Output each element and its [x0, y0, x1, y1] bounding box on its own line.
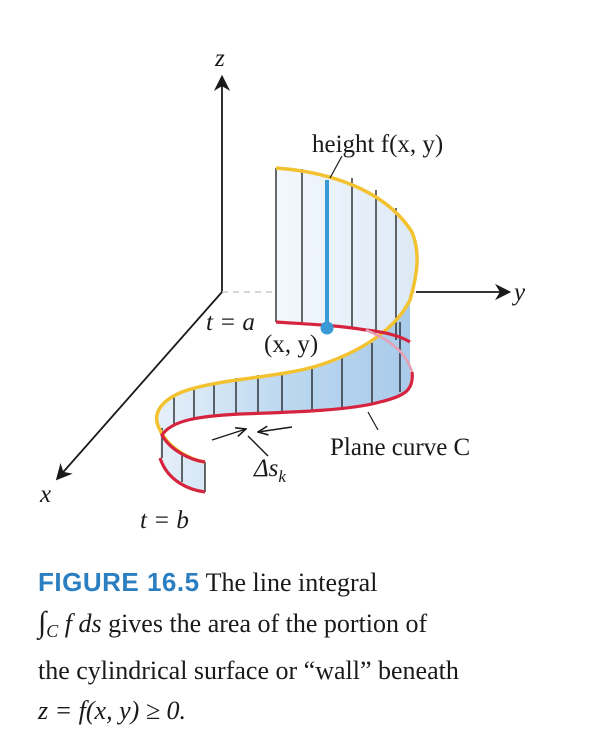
- caption-text-1: The line integral: [205, 568, 378, 597]
- plane-curve-front: [158, 371, 414, 494]
- plane-curve-leader: [367, 411, 379, 431]
- plane-curve: [275, 320, 411, 344]
- integrand: f ds: [64, 609, 102, 638]
- delta-s-main: Δs: [253, 455, 278, 482]
- plane-curve-label: Plane curve C: [330, 434, 470, 461]
- plane-curve-hidden: [365, 328, 414, 373]
- caption-line-4: z = f(x, y) ≥ 0.: [38, 696, 187, 725]
- caption-line-3: the cylindrical surface or “wall” beneat…: [38, 656, 459, 685]
- y-axis-label: y: [511, 279, 526, 306]
- figure-number: FIGURE 16.5: [38, 567, 200, 597]
- delta-s-label: Δsk: [253, 455, 286, 486]
- line-integral-diagram: z y x height f(x, y) t = a (x, y) Plane …: [39, 45, 526, 534]
- caption-line-2: ∫C f ds gives the area of the portion of: [38, 603, 594, 651]
- integral-subscript: C: [46, 621, 59, 641]
- t-a-label: t = a: [206, 309, 255, 336]
- point-marker: [320, 321, 334, 335]
- caption-text-2: gives the area of the portion of: [108, 609, 428, 638]
- wall-lines-front: [161, 322, 401, 492]
- wall-front: [156, 300, 411, 492]
- t-b-label: t = b: [140, 507, 189, 534]
- height-leader: [329, 155, 343, 179]
- wall-back: [276, 168, 418, 342]
- delta-s-subscript: k: [278, 467, 286, 486]
- top-curve: [154, 166, 419, 464]
- point-label: (x, y): [264, 331, 318, 358]
- delta-s-arrows: [211, 427, 293, 457]
- axes: [55, 74, 512, 481]
- figure-caption: FIGURE 16.5 The line integral ∫C f ds gi…: [38, 562, 594, 731]
- height-label: height f(x, y): [312, 131, 443, 158]
- x-axis: [55, 291, 223, 481]
- integral-sign: ∫: [38, 606, 47, 639]
- caption-line-1: FIGURE 16.5 The line integral: [38, 562, 594, 603]
- z-axis-label: z: [214, 45, 225, 72]
- x-axis-label: x: [39, 481, 51, 508]
